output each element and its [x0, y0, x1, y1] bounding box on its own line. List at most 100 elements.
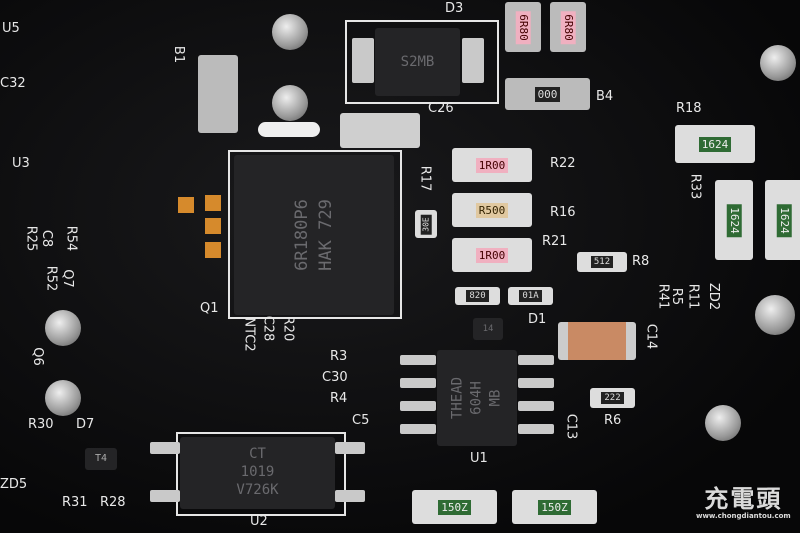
- label-c30: C30: [322, 370, 348, 385]
- marking: 1624: [726, 203, 742, 237]
- pin: [518, 401, 554, 411]
- label-r8: R8: [632, 254, 650, 269]
- resistor-1624: 1624: [715, 180, 753, 260]
- marking: T4: [94, 453, 108, 464]
- label-r4: R4: [330, 391, 348, 406]
- label-c13: C13: [563, 413, 579, 440]
- copper-pad: [205, 242, 221, 258]
- pin: [518, 424, 554, 434]
- u2-outline: [176, 432, 346, 516]
- pin: [335, 490, 365, 502]
- label-q7: Q7: [59, 269, 75, 288]
- watermark: 充電頭 www.chongdiantou.com: [696, 486, 791, 520]
- u1-marking-block: THEAD 604H MB: [449, 377, 506, 419]
- screw: [45, 310, 81, 346]
- b1-component: [198, 55, 238, 133]
- u1-controller: THEAD 604H MB: [437, 350, 517, 446]
- label-ntc2: NTC2: [241, 317, 257, 352]
- marking: 512: [590, 256, 614, 268]
- label-r25: R25: [23, 225, 39, 252]
- q1-mosfet: 6R180P6 HAK 729: [234, 155, 394, 315]
- pad: [352, 38, 374, 83]
- label-b4: B4: [596, 89, 614, 104]
- label-c14: C14: [643, 323, 659, 350]
- label-r52: R52: [43, 265, 59, 292]
- u2-marking: 1019: [240, 464, 275, 480]
- q1-marking: HAK 729: [316, 199, 336, 271]
- label-d7: D7: [76, 417, 95, 432]
- marking: 150Z: [438, 499, 471, 515]
- q1-marking: 6R180P6: [292, 199, 312, 271]
- pad: [462, 38, 484, 83]
- watermark-logo: 充電頭: [704, 485, 783, 513]
- c14-capacitor: [558, 322, 636, 360]
- u1-marking: MB: [487, 389, 504, 407]
- d3-marking: S2MB: [400, 54, 435, 70]
- copper-pad: [205, 195, 221, 211]
- label-c8: C8: [39, 229, 55, 248]
- resistor-6r80: 6R80: [550, 2, 586, 52]
- label-u1: U1: [470, 451, 488, 466]
- watermark-url: www.chongdiantou.com: [696, 512, 791, 520]
- label-u5: U5: [2, 21, 20, 36]
- label-zd5: ZD5: [0, 477, 28, 492]
- marking: 820: [466, 290, 489, 302]
- label-r6: R6: [604, 413, 622, 428]
- r8-resistor: 512: [577, 252, 627, 272]
- label-r18: R18: [676, 101, 702, 116]
- pin: [400, 401, 436, 411]
- marking: 1R00: [475, 247, 509, 263]
- pin: [150, 442, 180, 454]
- screw: [45, 380, 81, 416]
- label-q6: Q6: [29, 347, 45, 366]
- d3-outline: [345, 20, 499, 104]
- c26-capacitor: [340, 113, 420, 148]
- pin: [400, 355, 436, 365]
- screw: [272, 85, 308, 121]
- label-r33: R33: [687, 173, 703, 200]
- r22-resistor: 1R00: [452, 148, 532, 182]
- r18-resistor: 1624: [675, 125, 755, 163]
- label-b1: B1: [171, 45, 187, 64]
- slot: [258, 122, 320, 137]
- r6-resistor: 222: [590, 388, 635, 408]
- label-r11: R11: [685, 283, 701, 310]
- copper-pad: [205, 218, 221, 234]
- label-r22: R22: [550, 156, 576, 171]
- resistor-01a: 01A: [508, 287, 553, 305]
- label-r20: R20: [280, 315, 296, 342]
- marking: 1624: [698, 136, 732, 152]
- label-c32: C32: [0, 76, 26, 91]
- label-r41: R41: [655, 283, 671, 310]
- u2-optocoupler: CT 1019 V726K: [180, 437, 335, 509]
- u1-marking: THEAD: [449, 376, 466, 420]
- r16-resistor: R500: [452, 193, 532, 227]
- pin: [335, 442, 365, 454]
- label-u3: U3: [12, 156, 30, 171]
- screw: [760, 45, 796, 81]
- marking: 30E: [420, 213, 432, 235]
- label-r30: R30: [28, 417, 54, 432]
- label-d1: D1: [528, 312, 547, 327]
- d1-diode: 14: [473, 318, 503, 340]
- label-d3: D3: [445, 1, 464, 16]
- label-r28: R28: [100, 495, 126, 510]
- q1-marking-block: 6R180P6 HAK 729: [290, 199, 338, 271]
- marking: 1R00: [475, 157, 509, 173]
- screw: [755, 295, 795, 335]
- label-r54: R54: [63, 225, 79, 252]
- pin: [400, 378, 436, 388]
- resistor-6r80: 6R80: [505, 2, 541, 52]
- label-r17: R17: [417, 165, 433, 192]
- marking: 14: [482, 324, 494, 334]
- marking: 000: [534, 86, 561, 102]
- label-r5: R5: [669, 287, 685, 306]
- screw: [272, 14, 308, 50]
- label-r31: R31: [62, 495, 88, 510]
- label-c28: C28: [260, 315, 276, 342]
- label-q1: Q1: [200, 301, 219, 316]
- label-r3: R3: [330, 349, 348, 364]
- u2-marking: V726K: [236, 482, 279, 498]
- d3-diode: S2MB: [375, 28, 460, 96]
